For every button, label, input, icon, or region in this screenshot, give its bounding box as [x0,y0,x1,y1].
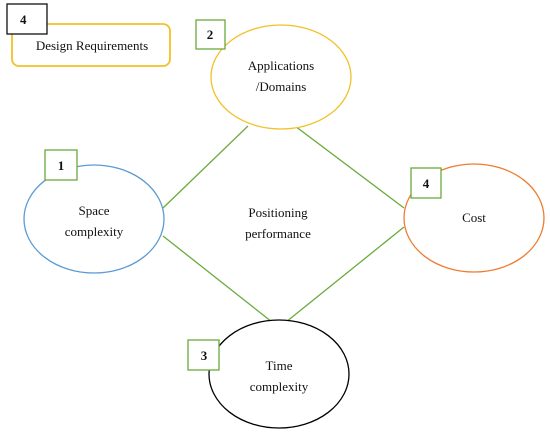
space-badge [44,149,78,181]
time-label-line2: complexity [250,379,309,394]
cost-badge [410,167,442,199]
center-label-line1: Positioning [248,205,308,220]
space-label-line2: complexity [65,224,124,239]
node-time-complexity: Time complexity 3 [187,319,350,429]
time-badge [187,339,220,371]
center-label-line2: performance [245,226,311,241]
legend: Design Requirements 4 [6,3,171,67]
connectors [162,125,405,323]
time-ellipse [208,319,350,429]
applications-label-line2: /Domains [256,79,307,94]
legend-number: 4 [20,12,27,27]
node-applications: Applications /Domains 2 [195,19,352,130]
legend-label: Design Requirements [36,38,148,53]
applications-ellipse [210,24,352,130]
space-ellipse [23,164,165,274]
connector-cost-time [285,226,405,323]
connector-space-time [162,235,273,323]
space-badge-number: 1 [58,158,65,173]
legend-box [11,23,171,67]
cost-badge-number: 4 [423,176,430,191]
center-label: Positioning performance [245,205,311,241]
connector-applications-cost [294,125,405,209]
applications-badge-number: 2 [207,27,214,42]
space-label-line1: Space [78,203,109,218]
time-label-line1: Time [266,358,293,373]
applications-label-line1: Applications [248,58,314,73]
node-space-complexity: Space complexity 1 [23,149,165,274]
time-badge-number: 3 [201,348,208,363]
legend-number-box [6,3,48,35]
node-cost: Cost 4 [403,163,545,273]
cost-label: Cost [462,210,486,225]
connector-space-applications [162,125,249,209]
applications-badge [195,19,226,50]
